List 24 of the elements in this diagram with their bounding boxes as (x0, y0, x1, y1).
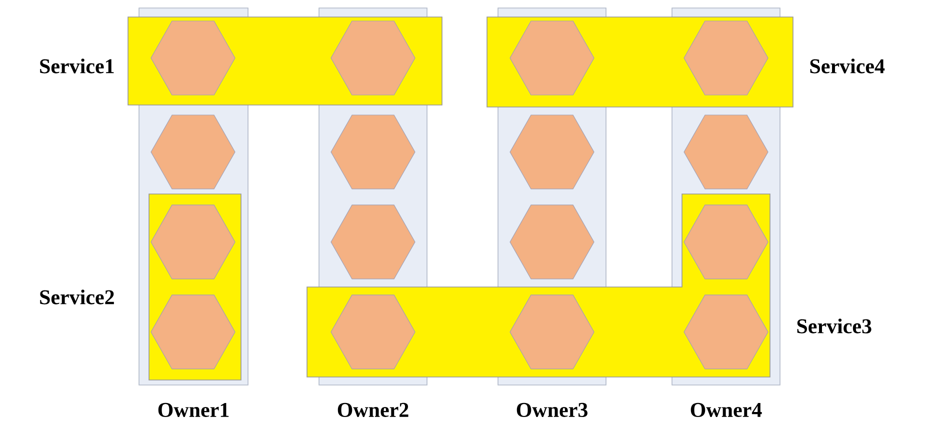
hexagon (150, 20, 236, 96)
hexagon (150, 294, 236, 370)
owner-label: Owner3 (516, 402, 588, 418)
hexagon (684, 294, 768, 370)
owner-label: Owner2 (338, 402, 408, 418)
service-label: Service2 (40, 290, 114, 304)
hexagon (510, 20, 594, 96)
owner-label: Owner1 (158, 402, 229, 418)
service-label: Service4 (810, 58, 885, 74)
hexagon (150, 114, 236, 190)
hexagon (330, 204, 416, 280)
hexagon (150, 204, 236, 280)
hexagon (330, 294, 416, 370)
service-label: Service1 (40, 58, 114, 74)
owner-label: Owner4 (690, 402, 762, 418)
hexagon (510, 294, 594, 370)
hexagon (684, 204, 768, 280)
hexagon (510, 114, 594, 190)
hexagon (684, 114, 768, 190)
service-label: Service3 (797, 318, 872, 334)
hexagon (330, 114, 416, 190)
hexagon (684, 20, 768, 96)
hexagon (510, 204, 594, 280)
hexagon (330, 20, 416, 96)
